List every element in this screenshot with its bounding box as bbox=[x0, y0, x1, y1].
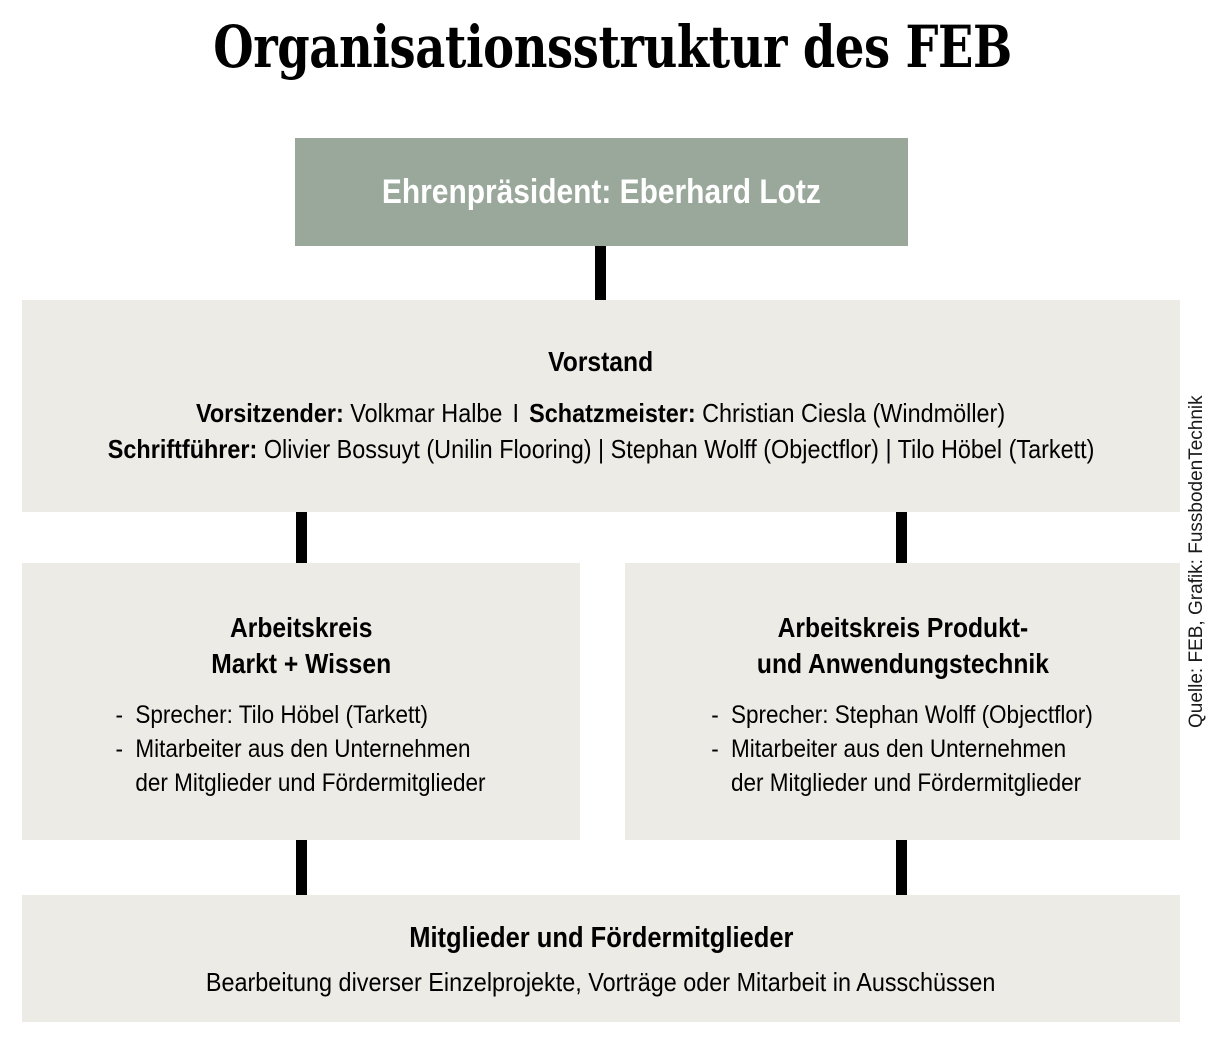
workgroup-left-title-line-2: Markt + Wissen bbox=[211, 647, 391, 679]
board-title: Vorstand bbox=[548, 346, 654, 377]
honorary-president-label: Ehrenpräsident: Eberhard Lotz bbox=[382, 173, 821, 211]
board-chair-value: Volkmar Halbe bbox=[350, 398, 503, 428]
list-item: - Mitarbeiter aus den Unternehmen der Mi… bbox=[116, 732, 486, 800]
workgroup-right-title-line-2: und Anwendungstechnik bbox=[756, 647, 1049, 679]
bullet-text: Mitarbeiter aus den Unternehmen der Mitg… bbox=[136, 732, 486, 800]
connector-workgroup-left-to-members bbox=[296, 840, 307, 895]
bullet-dash-icon: - bbox=[116, 700, 124, 729]
list-item: - Sprecher: Tilo Höbel (Tarkett) bbox=[116, 698, 486, 732]
workgroup-left-bullets: - Sprecher: Tilo Höbel (Tarkett) - Mitar… bbox=[116, 698, 486, 800]
node-workgroup-produkt-anwendungstechnik: Arbeitskreis Produkt- und Anwendungstech… bbox=[625, 563, 1180, 840]
members-title: Mitglieder und Fördermitglieder bbox=[408, 921, 794, 954]
connector-board-to-workgroup-right bbox=[896, 512, 907, 563]
workgroup-right-bullets: - Sprecher: Stephan Wolff (Objectflor) -… bbox=[712, 698, 1094, 800]
bullet-text: Sprecher: Tilo Höbel (Tarkett) bbox=[135, 700, 429, 729]
node-honorary-president: Ehrenpräsident: Eberhard Lotz bbox=[295, 138, 908, 246]
board-treasurer-value: Christian Ciesla (Windmöller) bbox=[702, 398, 1006, 428]
workgroup-right-title: Arbeitskreis Produkt- und Anwendungstech… bbox=[756, 610, 1048, 682]
connector-board-to-workgroup-left bbox=[296, 512, 307, 563]
bullet-text-main: Mitarbeiter aus den Unternehmen bbox=[731, 734, 1067, 763]
connector-workgroup-right-to-members bbox=[896, 840, 907, 895]
bullet-dash-icon: - bbox=[116, 734, 124, 763]
board-role-separator: I bbox=[512, 398, 520, 428]
source-credit: Quelle: FEB, Grafik: FussbodenTechnik bbox=[1186, 395, 1207, 728]
bullet-text: Mitarbeiter aus den Unternehmen der Mitg… bbox=[731, 732, 1081, 800]
bullet-dash-icon: - bbox=[711, 734, 720, 763]
page-title: Organisationsstruktur des FEB bbox=[213, 13, 1012, 81]
workgroup-left-title-line-1: Arbeitskreis bbox=[229, 611, 373, 643]
board-roles-line-2: Schriftführer: Olivier Bossuyt (Unilin F… bbox=[108, 431, 1095, 467]
list-item: - Sprecher: Stephan Wolff (Objectflor) bbox=[712, 698, 1094, 732]
board-secretary-label: Schriftführer: bbox=[107, 434, 258, 464]
members-subtitle: Bearbeitung diverser Einzelprojekte, Vor… bbox=[206, 966, 996, 997]
list-item: - Mitarbeiter aus den Unternehmen der Mi… bbox=[712, 732, 1094, 800]
bullet-text-continuation: der Mitglieder und Fördermitglieder bbox=[731, 768, 1082, 797]
bullet-dash-icon: - bbox=[711, 700, 720, 729]
board-treasurer-label: Schatzmeister: bbox=[529, 398, 697, 428]
board-secretary-value: Olivier Bossuyt (Unilin Flooring) | Step… bbox=[263, 434, 1095, 464]
connector-president-to-board bbox=[595, 246, 606, 300]
bullet-text: Sprecher: Stephan Wolff (Objectflor) bbox=[731, 700, 1094, 729]
board-roles-line-1: Vorsitzender: Volkmar Halbe I Schatzmeis… bbox=[196, 395, 1005, 431]
bullet-text-main: Mitarbeiter aus den Unternehmen bbox=[135, 734, 472, 763]
workgroup-left-title: Arbeitskreis Markt + Wissen bbox=[211, 610, 391, 682]
node-workgroup-markt-wissen: Arbeitskreis Markt + Wissen - Sprecher: … bbox=[22, 563, 580, 840]
workgroup-right-title-line-1: Arbeitskreis Produkt- bbox=[777, 611, 1028, 643]
board-chair-label: Vorsitzender: bbox=[196, 398, 345, 428]
bullet-text-continuation: der Mitglieder und Fördermitglieder bbox=[135, 768, 486, 797]
node-members: Mitglieder und Fördermitglieder Bearbeit… bbox=[22, 895, 1180, 1022]
node-board: Vorstand Vorsitzender: Volkmar Halbe I S… bbox=[22, 300, 1180, 512]
